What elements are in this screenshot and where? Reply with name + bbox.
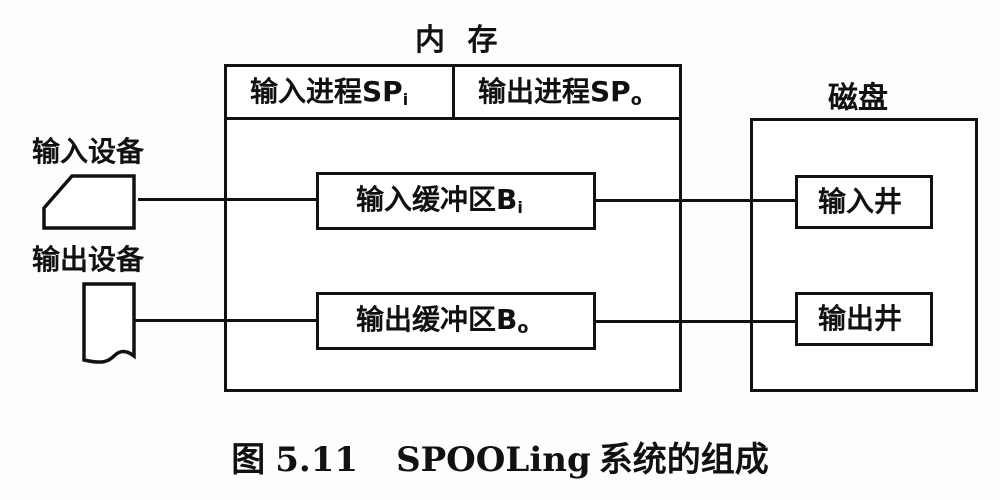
output-buffer-box xyxy=(316,292,596,350)
caption-name-en: SPOOLing xyxy=(396,440,591,480)
caption-number: 5.11 xyxy=(275,440,359,480)
output-device-label: 输出设备 xyxy=(32,243,145,276)
caption-name-zh: 系统的组成 xyxy=(598,440,769,480)
connector-output-buffer-to-well xyxy=(596,320,795,323)
disk-box xyxy=(750,118,978,392)
input-well-label: 输入井 xyxy=(818,185,903,218)
input-device-label: 输入设备 xyxy=(32,135,145,168)
input-buffer-label: 输入缓冲区Bi xyxy=(356,183,523,217)
memory-title: 内 存 xyxy=(415,23,504,58)
output-well-label: 输出井 xyxy=(818,302,903,335)
disk-title: 磁盘 xyxy=(828,81,888,116)
connector-output-device-to-buffer xyxy=(134,319,316,322)
input-buffer-box xyxy=(316,172,596,230)
connector-input-device-to-buffer xyxy=(138,198,316,201)
input-device-icon xyxy=(42,174,136,230)
input-process-label: 输入进程SPi xyxy=(250,75,409,109)
output-process-label: 输出进程SPo xyxy=(478,75,642,109)
memory-header-separator xyxy=(452,64,455,119)
output-buffer-label: 输出缓冲区Bo xyxy=(356,303,529,337)
input-well-box xyxy=(795,175,933,229)
output-device-icon xyxy=(82,282,136,364)
caption-prefix: 图 xyxy=(231,440,266,480)
output-well-box xyxy=(795,292,933,346)
connector-input-buffer-to-well xyxy=(596,199,795,202)
